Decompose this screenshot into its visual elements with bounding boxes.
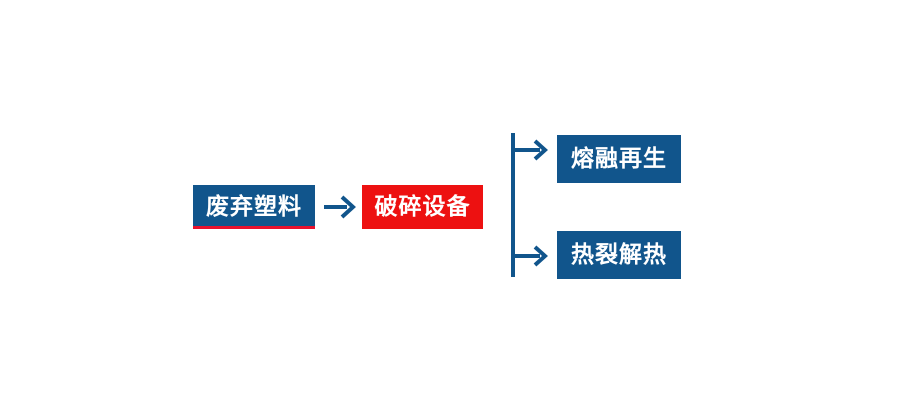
node-pyrolysis-label: 热裂解热 bbox=[571, 240, 667, 267]
node-melt-regeneration-label: 熔融再生 bbox=[571, 144, 667, 171]
node-crusher-equipment[interactable]: 破碎设备 bbox=[362, 185, 483, 229]
arrow-right-icon bbox=[320, 190, 360, 224]
node-waste-plastic-label: 废弃塑料 bbox=[206, 192, 302, 219]
node-melt-regeneration[interactable]: 熔融再生 bbox=[557, 135, 681, 183]
node-pyrolysis[interactable]: 热裂解热 bbox=[557, 231, 681, 279]
node-crusher-equipment-label: 破碎设备 bbox=[374, 192, 471, 219]
node-waste-plastic[interactable]: 废弃塑料 bbox=[193, 185, 315, 229]
